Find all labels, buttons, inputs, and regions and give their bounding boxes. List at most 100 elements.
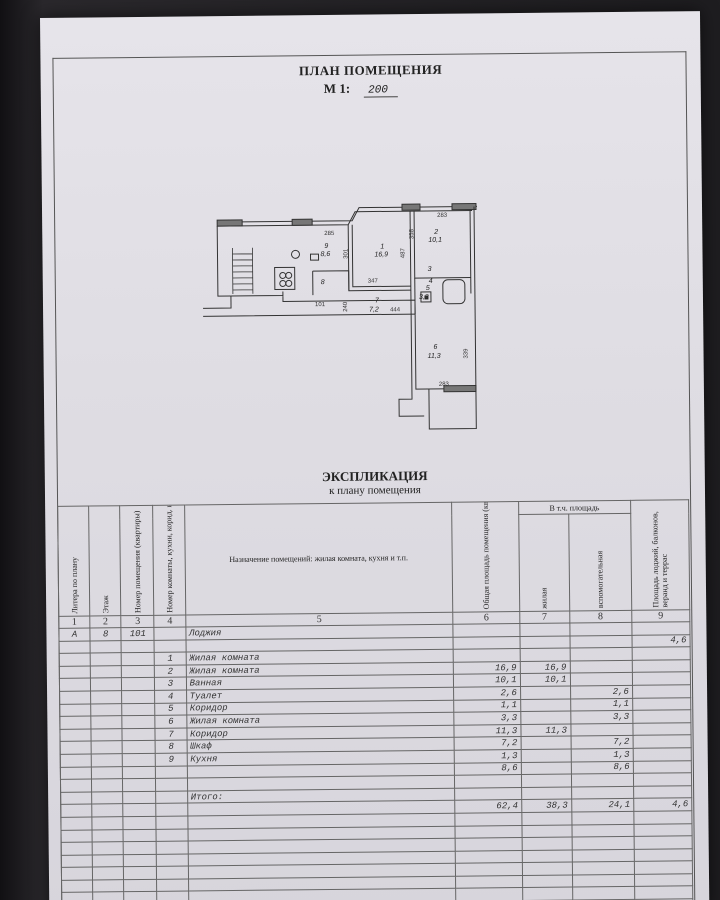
cell-room: 2 [154,664,186,678]
dim-283-top: 283 [437,213,448,219]
cell-apt [121,702,156,716]
cell-living [520,711,571,725]
room-area-2: 10,1 [428,237,442,244]
cell-room: 8 [155,740,187,754]
empty-cell [92,892,125,900]
cell-apt [121,677,155,691]
empty-cell [571,836,635,850]
cell-living: 11,3 [520,723,571,737]
cell-litera [59,703,91,717]
empty-cell [61,829,93,843]
cell-loggia [632,659,691,673]
cell-apt [121,690,156,704]
room-num-6: 6 [433,344,437,351]
cell-living: 10,1 [520,673,571,687]
cell-floor: 8 [90,627,122,641]
empty-cell [156,853,188,867]
cell-floor [90,678,122,691]
empty-cell [92,854,124,868]
cell-aux [569,660,633,674]
cell-floor [91,791,123,805]
col-num: 9 [631,609,690,623]
col-num: 8 [569,610,632,623]
cell-total: 16,9 [453,661,521,675]
scale-row: М 1:200 [324,80,399,98]
empty-cell [92,829,124,843]
cell-aux: 24,1 [571,798,634,812]
cell-aux: 3,3 [570,710,633,724]
cell-total [453,648,520,662]
cell-loggia [632,672,691,686]
room-num-4: 4 [429,278,433,285]
dim-347: 347 [368,278,379,284]
col-num: 2 [89,615,122,629]
empty-cell [156,866,189,880]
cell-total [454,787,522,801]
empty-cell [633,823,693,837]
cell-living [521,774,572,788]
header-apt: Номер помещения (квартиры) [119,505,155,616]
cell-total: 62,4 [455,799,522,814]
cell-living [520,748,571,763]
cell-loggia: 4,6 [631,634,691,648]
cell-litera [59,665,91,679]
empty-cell [123,841,157,855]
dim-444: 444 [390,307,401,313]
cell-floor [90,640,122,654]
room-area-5: 3,3 [419,294,429,301]
header-total: Общая площадь помещения (квартиры) [451,501,520,613]
cell-aux [569,647,633,661]
cell-loggia [632,709,691,724]
cell-total: 2,6 [453,686,521,700]
empty-cell [123,854,157,867]
cell-room [154,639,186,653]
cell-loggia [632,697,691,711]
empty-cell [572,886,635,900]
dim-101: 101 [315,302,326,308]
empty-cell [455,812,522,826]
cell-total [453,623,520,637]
cell-living [519,622,570,637]
cell-living: 16,9 [519,660,570,674]
empty-cell [92,879,124,893]
cell-litera [59,728,92,742]
cell-litera [60,779,92,793]
cell-room [156,790,188,804]
cell-floor [90,690,122,704]
cell-apt [122,791,157,804]
cell-apt [122,778,157,792]
cell-total: 1,1 [453,699,521,713]
cell-living [521,786,572,800]
header-purpose: Назначение помещений: жилая комната, кух… [184,502,454,616]
room-num-1: 1 [380,243,384,250]
cell-total: 10,1 [453,673,521,688]
cell-loggia [632,747,692,761]
cell-floor [90,703,123,717]
room-num-3: 3 [428,266,432,273]
room-num-7: 7 [375,297,380,304]
cell-apt [121,652,155,666]
dim-283-bottom: 283 [439,382,450,388]
cell-living [520,736,571,750]
cell-apt [122,728,156,742]
cell-apt [122,803,157,817]
dim-285: 285 [324,231,335,237]
cell-aux [570,723,633,737]
cell-total: 11,3 [454,724,521,738]
empty-cell [61,842,93,856]
room-area-7: 7,2 [369,306,379,313]
dim-240: 240 [343,301,349,312]
cell-floor [90,652,122,666]
empty-cell [521,811,572,825]
cell-litera [60,766,92,780]
header-floor: Этаж [88,505,122,617]
cell-room: 6 [155,715,187,729]
cell-floor [90,715,123,729]
header-loggia: Площадь лоджий, балконов, веранд и терра… [630,499,690,611]
header-incl: В т.ч. площадь [518,500,631,515]
dim-339: 339 [463,348,469,359]
cell-loggia [632,722,692,736]
cell-room [155,765,188,779]
empty-cell [61,854,93,868]
